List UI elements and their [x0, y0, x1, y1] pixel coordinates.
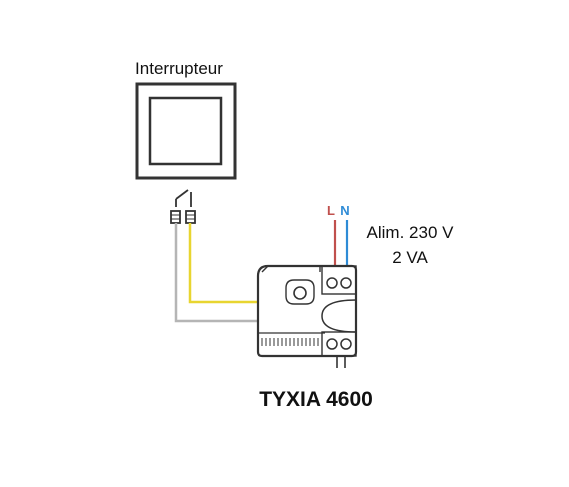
switch-contact: [175, 189, 192, 207]
neutral-terminal-label: N: [340, 203, 349, 218]
line-terminal-label: L: [327, 203, 335, 218]
power-consumption-label: 2 VA: [392, 248, 428, 267]
switch-label: Interrupteur: [135, 59, 223, 78]
grey-wire: [174, 223, 258, 323]
yellow-wire: [188, 223, 258, 304]
device-name: TYXIA 4600: [259, 388, 373, 411]
switch-terminals: [170, 210, 196, 224]
module-output-leads: [336, 356, 346, 368]
module-vent-slots: [261, 338, 319, 346]
power-supply-label: Alim. 230 V: [367, 223, 455, 242]
wall-switch: [135, 82, 237, 180]
switch-outer-frame: [135, 82, 237, 180]
tyxia-module: [256, 264, 358, 358]
switch-inner-frame: [148, 96, 223, 166]
